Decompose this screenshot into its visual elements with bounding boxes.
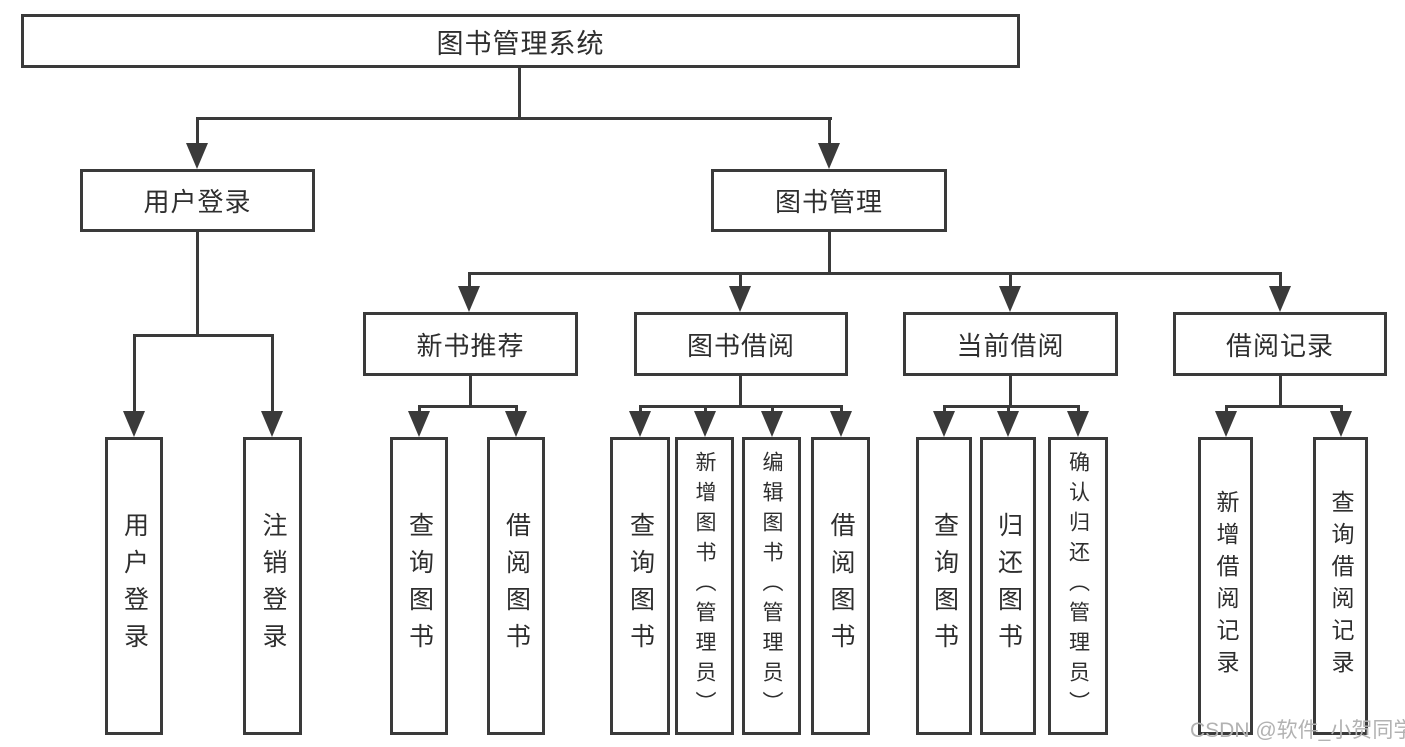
- node-add-book-admin-label: 新增图书（管理员）: [693, 451, 716, 721]
- node-user-login-action: 用户登录: [105, 437, 163, 735]
- node-add-book-admin: 新增图书（管理员）: [675, 437, 734, 735]
- arrow-down-icon: [729, 286, 751, 312]
- node-user-login: 用户登录: [80, 169, 315, 232]
- connector-line: [739, 376, 742, 407]
- connector-line: [828, 232, 831, 273]
- connector-line: [1340, 407, 1343, 414]
- connector-line: [518, 68, 521, 118]
- connector-line: [840, 407, 843, 414]
- arrow-down-icon: [261, 411, 283, 437]
- node-query-books-label: 查询图书: [405, 512, 434, 660]
- node-new-book-recommendation-label: 新书推荐: [416, 330, 525, 361]
- node-borrowing-records-label: 借阅记录: [1225, 330, 1334, 361]
- node-borrow-books-label: 借阅图书: [827, 512, 855, 660]
- node-confirm-return-admin: 确认归还（管理员）: [1048, 437, 1108, 735]
- connector-line: [515, 407, 518, 414]
- arrow-down-icon: [123, 411, 145, 437]
- connector-line: [828, 117, 831, 146]
- connector-line: [639, 405, 843, 408]
- node-book-management: 图书管理: [711, 169, 947, 232]
- watermark: CSDN @软件_小贺同学: [1190, 719, 1405, 742]
- connector-line: [943, 405, 1080, 408]
- connector-line: [196, 117, 199, 146]
- connector-line: [1077, 407, 1080, 414]
- connector-line: [469, 376, 472, 407]
- connector-line: [1009, 376, 1012, 407]
- node-library-management-system: 图书管理系统: [21, 14, 1020, 68]
- connector-line: [196, 117, 832, 120]
- node-current-borrowing: 当前借阅: [903, 312, 1118, 376]
- connector-line: [1279, 274, 1282, 288]
- node-query-books-label: 查询图书: [626, 512, 655, 660]
- arrow-down-icon: [629, 411, 651, 437]
- node-return-books-label: 归还图书: [994, 512, 1023, 660]
- node-query-books: 查询图书: [610, 437, 670, 735]
- connector-line: [1225, 405, 1343, 408]
- node-add-borrow-record-label: 新增借阅记录: [1213, 490, 1239, 682]
- arrow-down-icon: [408, 411, 430, 437]
- connector-line: [1279, 376, 1282, 407]
- arrow-down-icon: [1215, 411, 1237, 437]
- connector-line: [468, 272, 1282, 275]
- node-query-borrow-record-label: 查询借阅记录: [1328, 490, 1354, 682]
- node-user-login-label: 用户登录: [143, 187, 252, 217]
- node-book-borrowing: 图书借阅: [634, 312, 848, 376]
- node-query-books-label: 查询图书: [930, 512, 959, 660]
- connector-line: [196, 232, 199, 336]
- node-book-management-label: 图书管理: [774, 187, 883, 217]
- node-borrow-books: 借阅图书: [487, 437, 545, 735]
- node-add-borrow-record: 新增借阅记录: [1198, 437, 1253, 735]
- arrow-down-icon: [186, 143, 208, 169]
- arrow-down-icon: [997, 411, 1019, 437]
- arrow-down-icon: [830, 411, 852, 437]
- arrow-down-icon: [1330, 411, 1352, 437]
- node-logout-label: 注销登录: [259, 512, 287, 660]
- arrow-down-icon: [933, 411, 955, 437]
- arrow-down-icon: [505, 411, 527, 437]
- node-edit-book-admin: 编辑图书（管理员）: [742, 437, 801, 735]
- node-new-book-recommendation: 新书推荐: [363, 312, 578, 376]
- node-query-books: 查询图书: [916, 437, 972, 735]
- arrow-down-icon: [1269, 286, 1291, 312]
- arrow-down-icon: [694, 411, 716, 437]
- arrow-down-icon: [1067, 411, 1089, 437]
- arrow-down-icon: [818, 143, 840, 169]
- connector-line: [133, 336, 136, 414]
- connector-line: [639, 407, 642, 414]
- node-borrow-books: 借阅图书: [811, 437, 870, 735]
- arrow-down-icon: [761, 411, 783, 437]
- node-confirm-return-admin-label: 确认归还（管理员）: [1066, 451, 1090, 721]
- node-root-label: 图书管理系统: [436, 28, 605, 59]
- node-borrowing-records: 借阅记录: [1173, 312, 1387, 376]
- connector-line: [1009, 274, 1012, 288]
- connector-line: [1225, 407, 1228, 414]
- connector-line: [133, 334, 274, 337]
- connector-line: [704, 407, 707, 414]
- node-query-books: 查询图书: [390, 437, 448, 735]
- connector-line: [468, 274, 471, 288]
- node-return-books: 归还图书: [980, 437, 1036, 735]
- connector-line: [418, 405, 518, 408]
- connector-line: [943, 407, 946, 414]
- connector-line: [1007, 407, 1010, 414]
- node-borrow-books-label: 借阅图书: [502, 512, 531, 660]
- node-query-borrow-record: 查询借阅记录: [1313, 437, 1368, 735]
- connector-line: [771, 407, 774, 414]
- node-user-login-action-label: 用户登录: [120, 512, 149, 660]
- node-book-borrowing-label: 图书借阅: [686, 330, 795, 361]
- node-edit-book-admin-label: 编辑图书（管理员）: [760, 451, 783, 721]
- connector-line: [739, 274, 742, 288]
- arrow-down-icon: [458, 286, 480, 312]
- connector-line: [418, 407, 421, 414]
- connector-line: [271, 336, 274, 414]
- node-logout: 注销登录: [243, 437, 302, 735]
- node-current-borrowing-label: 当前借阅: [956, 330, 1065, 361]
- arrow-down-icon: [999, 286, 1021, 312]
